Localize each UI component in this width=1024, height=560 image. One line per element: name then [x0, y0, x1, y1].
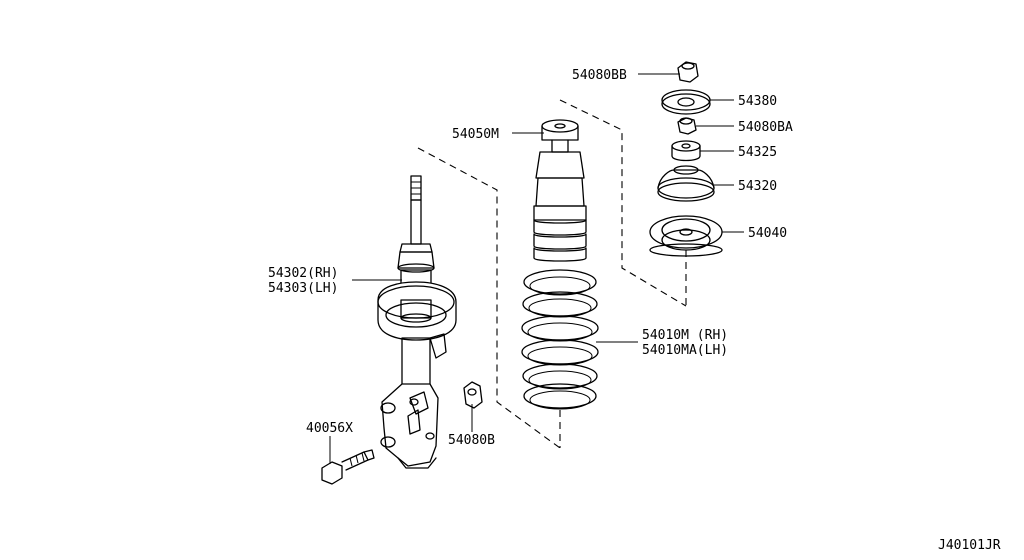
label-54010m-rh: 54010M (RH) — [642, 328, 728, 343]
nut-54080bb — [677, 61, 699, 83]
seat-54380 — [661, 89, 711, 115]
label-54040: 54040 — [748, 226, 787, 241]
nut-54080ba — [677, 117, 697, 135]
label-54325: 54325 — [738, 145, 777, 160]
label-54080bb: 54080BB — [572, 68, 627, 83]
label-54302-rh: 54302(RH) — [268, 266, 338, 281]
bolt-40056x — [321, 449, 375, 485]
label-54303-lh: 54303(LH) — [268, 281, 338, 296]
bound-bumper-54050m — [533, 119, 587, 262]
nut-54080b — [463, 381, 483, 409]
seat-54040 — [649, 215, 723, 257]
bushing-54325 — [671, 140, 701, 162]
label-54080ba: 54080BA — [738, 120, 793, 135]
strut-assembly — [377, 175, 457, 469]
label-54320: 54320 — [738, 179, 777, 194]
assembly-guide-lines — [417, 99, 687, 449]
mount-54320 — [657, 165, 715, 202]
diagram-code: J40101JR — [938, 538, 1001, 553]
label-40056x: 40056X — [306, 421, 353, 436]
coil-spring-54010m — [521, 269, 599, 410]
leader-lines — [329, 73, 744, 464]
label-54080b: 54080B — [448, 433, 495, 448]
part-labels: 54080BB 54380 54080BA 54325 54320 54040 … — [268, 68, 1001, 553]
label-54380: 54380 — [738, 94, 777, 109]
label-54050m: 54050M — [452, 127, 499, 142]
label-54010ma-lh: 54010MA(LH) — [642, 343, 728, 358]
